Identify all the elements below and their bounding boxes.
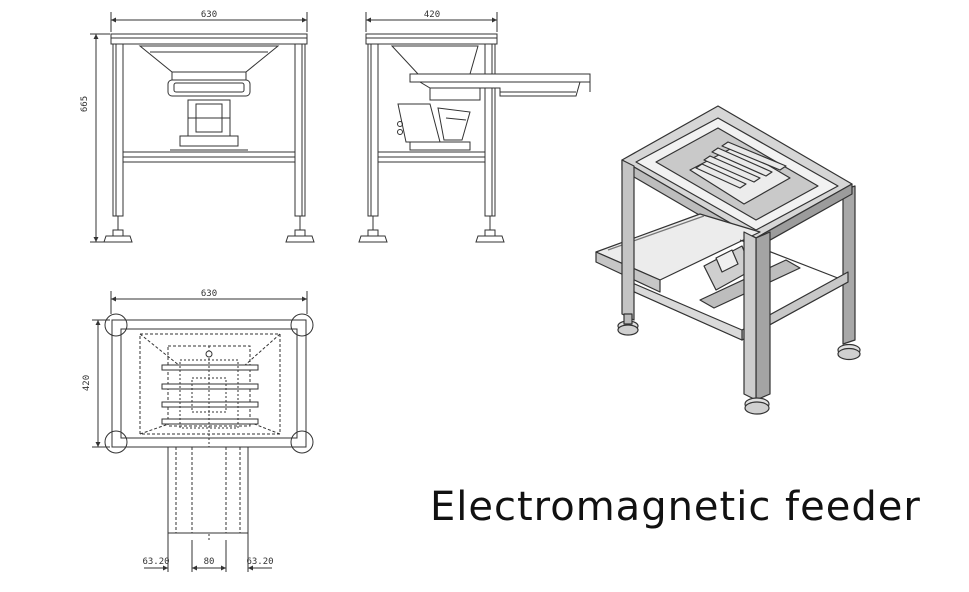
isometric-view [595, 105, 861, 415]
top-width-label: 630 [201, 289, 217, 299]
chute-right-label: 63.20 [246, 557, 273, 567]
side-view [358, 12, 591, 243]
front-width-label: 630 [201, 10, 217, 20]
chute-center-label: 80 [204, 557, 215, 567]
diagram-title: Electromagnetic feeder [430, 484, 921, 530]
top-depth-label: 420 [82, 375, 92, 391]
front-height-label: 665 [80, 96, 90, 112]
chute-left-label: 63.20 [142, 557, 169, 567]
side-depth-label: 420 [424, 10, 440, 20]
front-view [90, 12, 315, 243]
top-view [92, 291, 314, 572]
